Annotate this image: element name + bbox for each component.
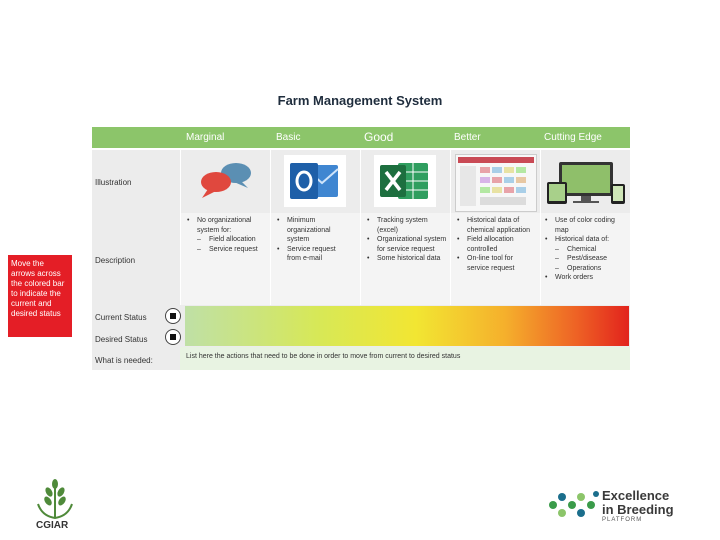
- wheat-icon: [37, 479, 73, 520]
- description-item: Work orders: [545, 273, 625, 283]
- level-header-row: Marginal Basic Good Better Cutting Edge: [92, 127, 630, 148]
- description-better: Historical data of chemical application …: [457, 216, 537, 273]
- multi-device-icon: [545, 158, 629, 208]
- description-basic: Minimum organizational system Service re…: [277, 216, 349, 264]
- description-item: Minimum organizational system: [277, 216, 349, 245]
- current-status-label: Current Status: [95, 313, 147, 322]
- description-item: Field allocation: [187, 235, 267, 245]
- description-item: On-line tool for service request: [457, 254, 537, 273]
- dots-icon: [549, 491, 599, 517]
- description-label: Description: [95, 256, 136, 265]
- eib-line2: in Breeding: [602, 502, 674, 517]
- speech-bubbles-icon: [196, 160, 254, 200]
- level-marginal: Marginal: [186, 132, 225, 143]
- description-item: Operations: [545, 264, 625, 274]
- description-item: Chemical: [545, 245, 625, 255]
- desired-status-arrow-handle[interactable]: [165, 329, 181, 345]
- description-item: Historical data of:: [545, 235, 625, 245]
- what-is-needed-row: What is needed:: [92, 347, 630, 370]
- description-item: Use of color coding map: [545, 216, 625, 235]
- illustration-label: Illustration: [95, 178, 132, 187]
- excellence-in-breeding-logo: Excellence in Breeding PLATFORM: [548, 488, 688, 528]
- excel-icon: [374, 155, 436, 207]
- description-good: Tracking system (excel) Organizational s…: [367, 216, 447, 264]
- outlook-icon: [284, 155, 346, 207]
- description-item: Service request from e-mail: [277, 245, 349, 264]
- cgiar-logo: CGIAR: [30, 478, 80, 534]
- description-item: Tracking system (excel): [367, 216, 447, 235]
- current-status-bar[interactable]: [185, 306, 629, 327]
- description-marginal: No organizational system for: Field allo…: [187, 216, 267, 254]
- description-item: Field allocation controlled: [457, 235, 537, 254]
- eib-line3: PLATFORM: [602, 517, 643, 523]
- current-status-arrow-handle[interactable]: [165, 308, 181, 324]
- description-item: Some historical data: [367, 254, 447, 264]
- description-item: Pest/disease: [545, 254, 625, 264]
- desired-status-label: Desired Status: [95, 335, 148, 344]
- level-cutting-edge: Cutting Edge: [544, 132, 602, 143]
- instruction-note: Move the arrows across the colored bar t…: [8, 255, 72, 337]
- level-better: Better: [454, 132, 481, 143]
- eib-line1: Excellence: [602, 488, 670, 503]
- description-item: No organizational system for:: [187, 216, 267, 235]
- description-item: Historical data of chemical application: [457, 216, 537, 235]
- what-is-needed-label: What is needed:: [95, 356, 153, 365]
- software-screenshot-icon: [455, 154, 537, 212]
- page-title: Farm Management System: [277, 93, 443, 108]
- actions-needed-text[interactable]: List here the actions that need to be do…: [186, 353, 461, 360]
- level-good: Good: [364, 130, 394, 144]
- description-item: Service request: [187, 245, 267, 255]
- description-item: Organizational system for service reques…: [367, 235, 447, 254]
- cgiar-wordmark: CGIAR: [36, 520, 69, 531]
- description-cutting-edge: Use of color coding map Historical data …: [545, 216, 625, 283]
- level-basic: Basic: [276, 132, 301, 143]
- desired-status-bar[interactable]: [185, 327, 629, 346]
